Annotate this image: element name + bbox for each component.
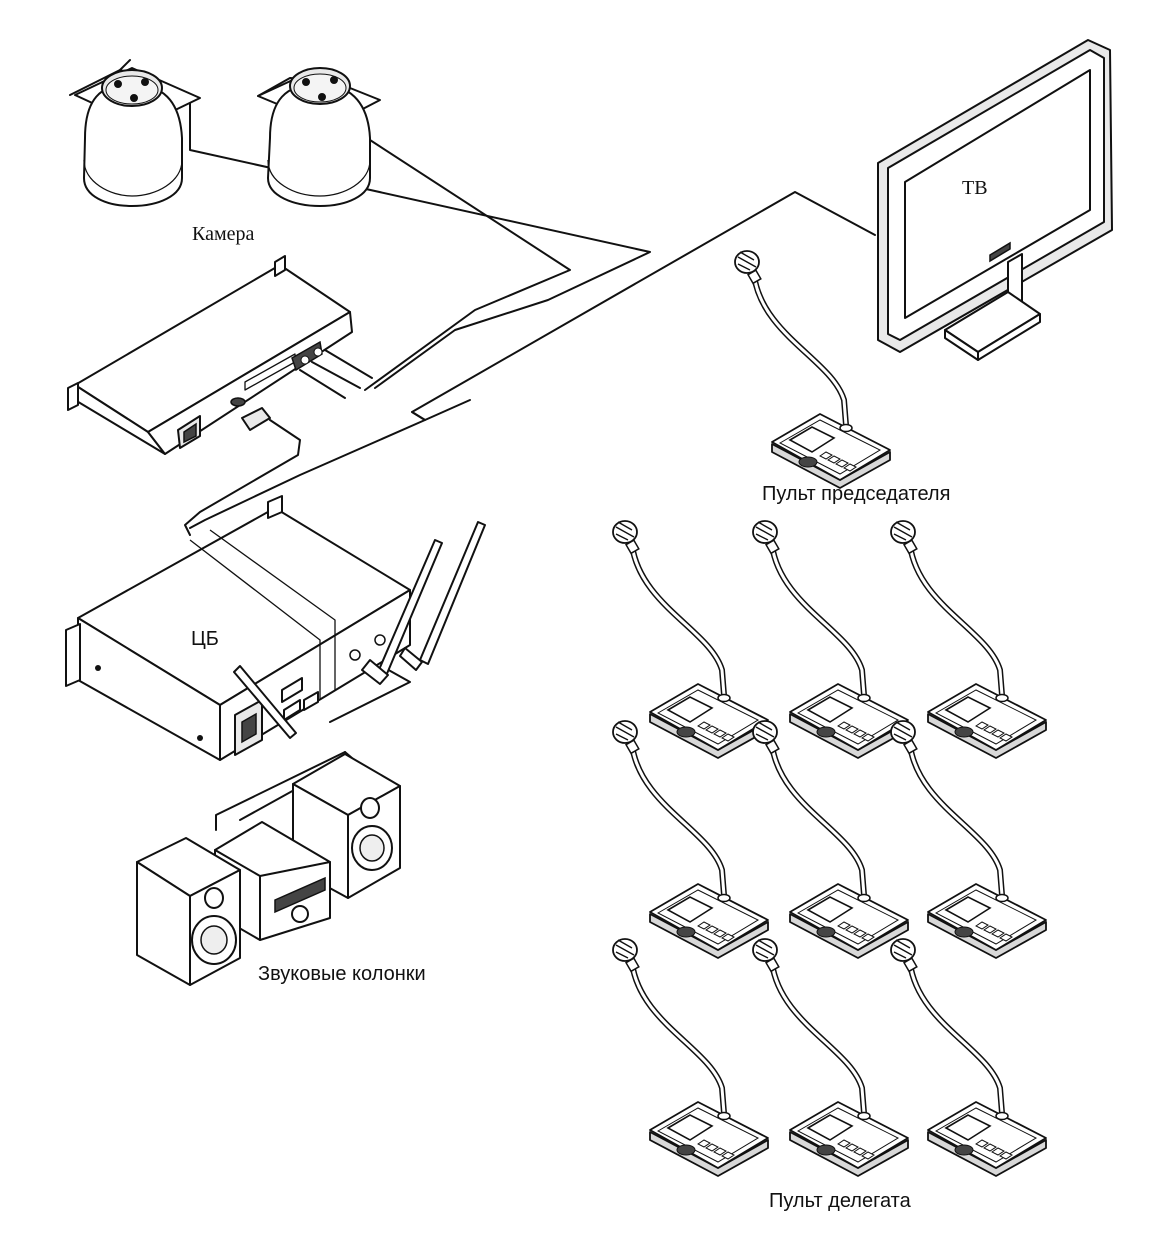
delegate-unit [753,939,908,1176]
camera-right [257,67,381,207]
video-switch [67,255,373,455]
speakers-label: Звуковые колонки [258,963,426,985]
delegate-unit [753,521,908,758]
delegate-unit [613,521,768,758]
delegate-units [613,521,1046,1176]
tv-label: ТВ [962,177,988,199]
speakers-and-amplifier [136,753,401,986]
delegate-unit [891,521,1046,758]
delegate-unit [613,721,768,958]
delegate-unit-label: Пульт делегата [769,1190,912,1212]
delegate-unit [613,939,768,1176]
central-unit [65,495,486,761]
camera-left [74,67,201,207]
central-unit-label: ЦБ [191,628,219,650]
delegate-unit [753,721,908,958]
chairman-unit [735,251,890,488]
delegate-unit [891,939,1046,1176]
delegate-unit [891,721,1046,958]
tv-monitor [877,39,1113,361]
chairman-unit-label: Пульт председателя [762,483,950,505]
camera-label: Камера [192,223,254,245]
